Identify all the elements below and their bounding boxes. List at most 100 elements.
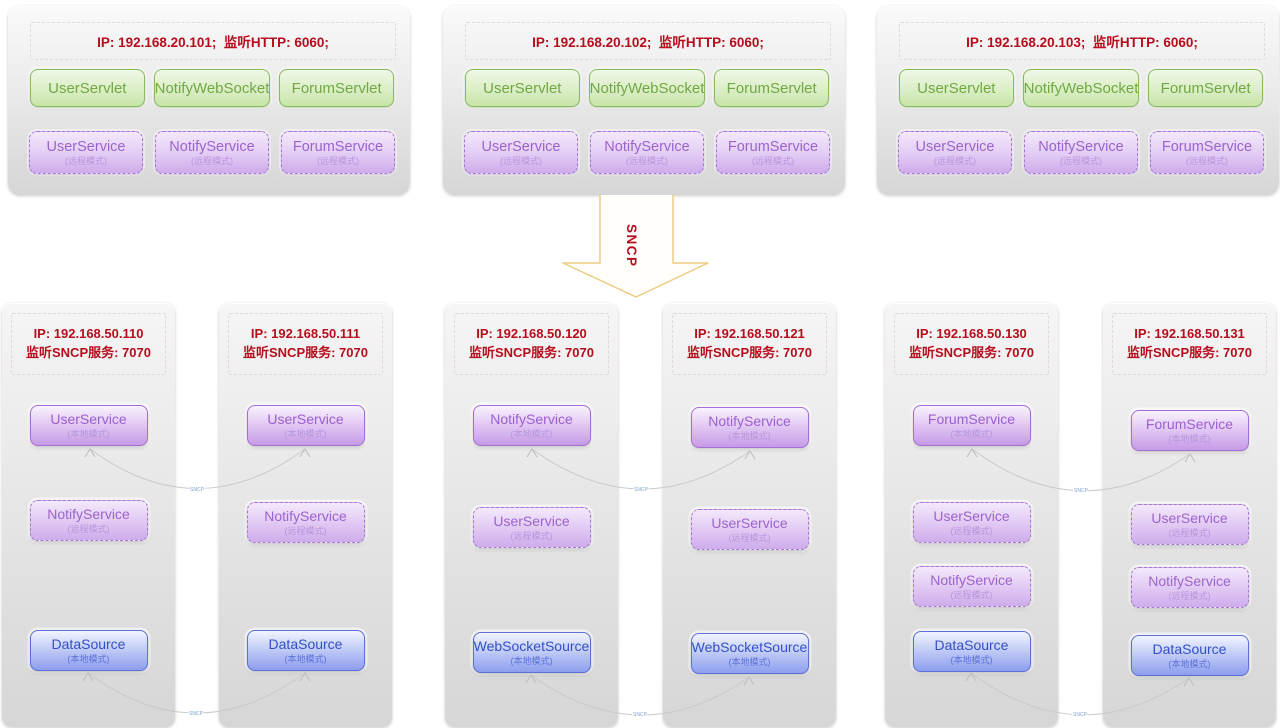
servlet-label: NotifyWebSocket: [589, 79, 705, 97]
servlet-box: UserServlet: [899, 69, 1014, 107]
service-mode: (本地模式): [284, 428, 327, 439]
service-box: UserService(远程模式): [898, 131, 1012, 174]
service-box: NotifyService(远程模式): [246, 502, 365, 543]
service-name: UserService: [1151, 510, 1228, 527]
service-box: NotifyService(远程模式): [912, 566, 1031, 607]
ip-text: IP: 192.168.20.101; 监听HTTP: 6060;: [97, 35, 329, 50]
service-name: ForumService: [927, 411, 1016, 428]
service-name: NotifyService: [490, 411, 573, 428]
ip-text: IP: 192.168.20.102; 监听HTTP: 6060;: [532, 35, 764, 50]
ip-header: IP: 192.168.50.131 监听SNCP服务: 7070: [1112, 313, 1267, 375]
service-mode: (远程模式): [67, 523, 110, 534]
servlet-label: ForumServlet: [1160, 79, 1251, 97]
service-name: ForumService: [292, 139, 384, 156]
web-server-101: IP: 192.168.20.101; 监听HTTP: 6060; UserSe…: [8, 6, 410, 195]
service-box: NotifyService(远程模式): [155, 131, 269, 174]
servlet-row: UserServlet NotifyWebSocket ForumServlet: [465, 69, 829, 107]
service-name: ForumService: [1145, 416, 1234, 433]
ip-header: IP: 192.168.50.121 监听SNCP服务: 7070: [672, 313, 827, 375]
connector-label: SNCP: [634, 487, 649, 493]
service-mode: (远程模式): [1168, 590, 1211, 601]
servlet-box: UserServlet: [465, 69, 580, 107]
ip-header: IP: 192.168.20.101; 监听HTTP: 6060;: [30, 22, 396, 60]
servlet-label: ForumServlet: [726, 79, 817, 97]
ip-text: IP: 192.168.50.110: [33, 326, 144, 342]
servlet-box: NotifyWebSocket: [588, 69, 706, 107]
service-box: UserService(本地模式): [246, 405, 365, 446]
service-name: WebSocketSource: [691, 639, 808, 656]
service-name: NotifyService: [930, 572, 1013, 589]
servlet-label: ForumServlet: [291, 79, 382, 97]
service-box: NotifyService(本地模式): [472, 405, 591, 446]
datasource-box: DataSource(本地模式): [29, 630, 148, 671]
service-mode: (本地模式): [950, 654, 993, 665]
service-mode: (远程模式): [728, 532, 771, 543]
servlet-box: ForumServlet: [1148, 69, 1263, 107]
service-name: UserService: [933, 508, 1010, 525]
service-box: UserService(远程模式): [1130, 504, 1249, 545]
service-name: NotifyService: [264, 508, 347, 525]
ip-text: IP: 192.168.50.121: [694, 326, 805, 342]
service-name: DataSource: [1152, 641, 1227, 658]
servlet-box: NotifyWebSocket: [1022, 69, 1140, 107]
servlet-box: NotifyWebSocket: [153, 69, 271, 107]
service-name: NotifyService: [604, 139, 690, 156]
service-box: NotifyService(远程模式): [590, 131, 704, 174]
servlet-label: UserServlet: [917, 79, 996, 97]
service-box: ForumService(远程模式): [281, 131, 395, 174]
service-mode: (本地模式): [1168, 658, 1211, 669]
sncp-arrow-label: SNCP: [624, 224, 639, 268]
service-name: NotifyService: [169, 139, 255, 156]
ip-header: IP: 192.168.50.110 监听SNCP服务: 7070: [11, 313, 166, 375]
service-box: UserService(远程模式): [29, 131, 143, 174]
service-mode: (远程模式): [284, 525, 327, 536]
datasource-box: DataSource(本地模式): [912, 631, 1031, 672]
datasource-box: WebSocketSource(本地模式): [690, 633, 809, 674]
service-mode: (远程模式): [317, 156, 359, 167]
port-text: 监听SNCP服务: 7070: [243, 345, 368, 360]
service-mode: (远程模式): [500, 156, 542, 167]
service-mode: (远程模式): [1186, 156, 1228, 167]
sncp-node-120: IP: 192.168.50.120 监听SNCP服务: 7070 Notify…: [445, 303, 618, 727]
service-name: UserService: [493, 513, 570, 530]
service-name: UserService: [915, 139, 995, 156]
service-name: NotifyService: [47, 506, 130, 523]
service-mode: (远程模式): [65, 156, 107, 167]
servlet-label: UserServlet: [48, 79, 127, 97]
service-mode: (本地模式): [510, 655, 553, 666]
service-box: ForumService(本地模式): [1130, 410, 1249, 451]
service-box: NotifyService(本地模式): [690, 407, 809, 448]
service-mode: (本地模式): [510, 428, 553, 439]
ip-header: IP: 192.168.50.111 监听SNCP服务: 7070: [228, 313, 383, 375]
service-name: UserService: [711, 515, 788, 532]
service-name: DataSource: [268, 636, 343, 653]
web-server-103: IP: 192.168.20.103; 监听HTTP: 6060; UserSe…: [877, 6, 1279, 195]
service-mode: (远程模式): [934, 156, 976, 167]
ip-text: IP: 192.168.50.130: [916, 326, 1027, 342]
port-text: 监听SNCP服务: 7070: [1127, 345, 1252, 360]
service-name: UserService: [50, 411, 127, 428]
service-mode: (远程模式): [950, 525, 993, 536]
sncp-arrow: [562, 195, 709, 298]
service-mode: (本地模式): [950, 428, 993, 439]
port-text: 监听SNCP服务: 7070: [909, 345, 1034, 360]
ip-header: IP: 192.168.50.120 监听SNCP服务: 7070: [454, 313, 609, 375]
service-row: UserService(远程模式) NotifyService(远程模式) Fo…: [29, 131, 395, 174]
servlet-box: ForumServlet: [714, 69, 829, 107]
datasource-box: DataSource(本地模式): [246, 630, 365, 671]
service-box: ForumService(远程模式): [716, 131, 830, 174]
service-mode: (远程模式): [1060, 156, 1102, 167]
servlet-row: UserServlet NotifyWebSocket ForumServlet: [30, 69, 394, 107]
service-mode: (远程模式): [950, 589, 993, 600]
port-text: 监听SNCP服务: 7070: [26, 345, 151, 360]
service-mode: (远程模式): [626, 156, 668, 167]
service-mode: (远程模式): [510, 530, 553, 541]
servlet-label: NotifyWebSocket: [1023, 79, 1139, 97]
service-mode: (远程模式): [752, 156, 794, 167]
service-mode: (本地模式): [1168, 433, 1211, 444]
service-box: UserService(远程模式): [464, 131, 578, 174]
service-name: UserService: [481, 139, 561, 156]
datasource-box: WebSocketSource(本地模式): [472, 632, 591, 673]
service-box: UserService(本地模式): [29, 405, 148, 446]
service-name: NotifyService: [708, 413, 791, 430]
